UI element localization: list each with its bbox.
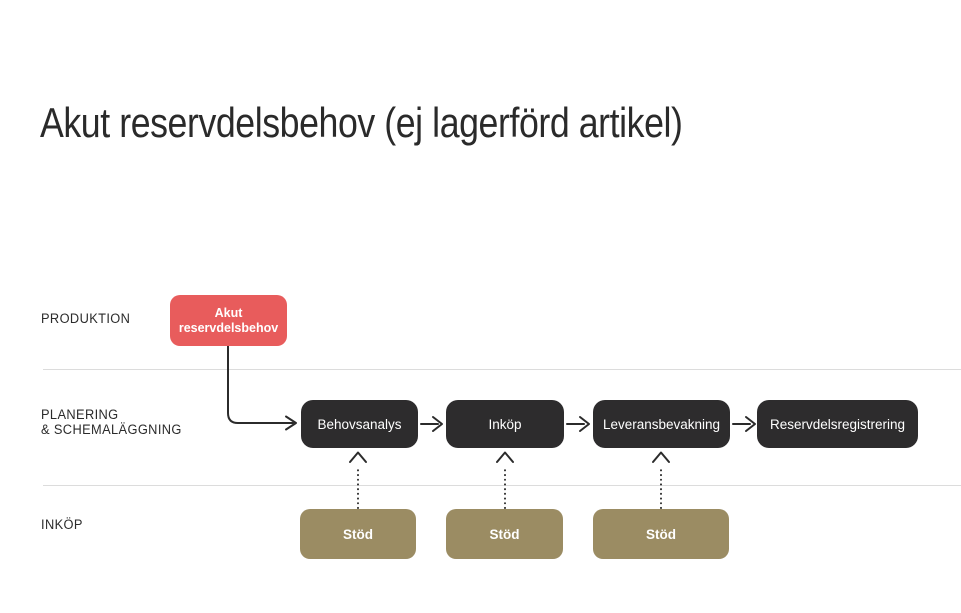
page-title: Akut reservdelsbehov (ej lagerförd artik… [40, 99, 683, 147]
node-stod-1: Stöd [300, 509, 416, 559]
lane-label-produktion: PRODUKTION [41, 311, 131, 326]
node-stod-2: Stöd [446, 509, 563, 559]
elbow-connector-trigger-to-behovsanalys [227, 345, 297, 431]
lane-label-planering-line1: PLANERING [41, 407, 119, 422]
arrow-behovsanalys-to-inkop [420, 416, 443, 432]
dotted-arrow-stod-to-behovsanalys [349, 451, 367, 509]
lane-divider-bottom [43, 485, 961, 486]
node-stod-3: Stöd [593, 509, 729, 559]
lane-label-inkop: INKÖP [41, 517, 83, 532]
node-reservdelsregistrering: Reservdelsregistrering [757, 400, 918, 448]
arrow-inkop-to-leveransbevakning [566, 416, 590, 432]
node-behovsanalys: Behovsanalys [301, 400, 418, 448]
node-leveransbevakning: Leveransbevakning [593, 400, 730, 448]
dotted-arrow-stod-to-inkop [496, 451, 514, 509]
arrow-leveransbevakning-to-reservdelsregistrering [732, 416, 756, 432]
lane-divider-top [43, 369, 961, 370]
lane-label-planering-line2: & SCHEMALÄGGNING [41, 422, 182, 437]
node-inkop: Inköp [446, 400, 564, 448]
dotted-arrow-stod-to-leveransbevakning [652, 451, 670, 509]
lane-label-planering: PLANERING & SCHEMALÄGGNING [41, 407, 182, 437]
node-akut-reservdelsbehov: Akut reservdelsbehov [170, 295, 287, 346]
